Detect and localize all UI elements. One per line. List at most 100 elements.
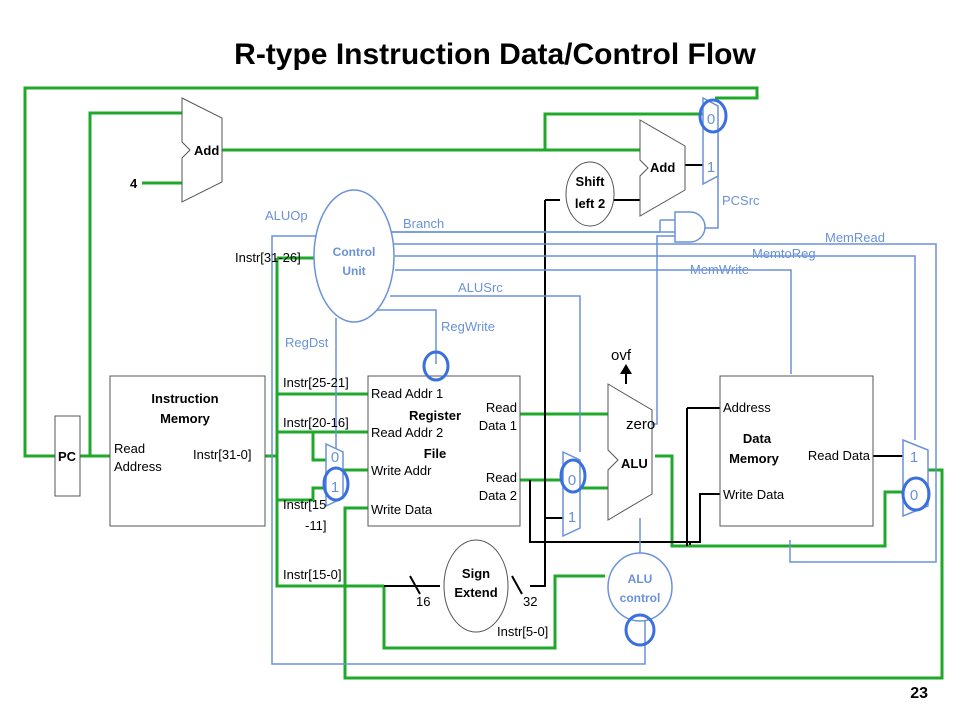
const-four: 4	[130, 176, 138, 191]
dmem-line2: Memory	[729, 451, 780, 466]
alu-result-wire	[655, 454, 903, 548]
instr-rd-label-b: -11]	[305, 518, 326, 533]
regdst-mux-0: 0	[331, 449, 339, 466]
aluctl-line1: ALU	[628, 572, 653, 586]
rf-read-addr2: Read Addr 2	[371, 425, 443, 440]
alusrc-highlight	[559, 458, 587, 494]
aluop-label: ALUOp	[265, 208, 308, 223]
instr-op-label: Instr[31-26]	[235, 250, 301, 265]
branch-label: Branch	[403, 216, 444, 231]
rt-to-mux-wire	[311, 432, 326, 462]
active-paths	[23, 86, 944, 680]
instr-rd-label-a: Instr[15	[283, 497, 326, 512]
shift-line2: left 2	[575, 196, 605, 211]
alu-zero: zero	[626, 416, 655, 433]
highlight-circles	[322, 98, 931, 647]
aluop-highlight	[624, 613, 656, 647]
regwrite-highlight	[422, 350, 450, 382]
instr-funct-label: Instr[5-0]	[497, 624, 548, 639]
rf-line2: File	[424, 446, 446, 461]
page-number: 23	[910, 685, 928, 702]
alu-control	[607, 552, 673, 622]
dmem-address: Address	[723, 400, 771, 415]
branch-adder-input-wire	[543, 112, 703, 150]
memwrite-wire	[395, 269, 792, 374]
rd-to-mux-wire	[277, 486, 326, 502]
ovf-arrow-icon	[620, 364, 632, 374]
imem-output: Instr[31-0]	[193, 447, 252, 462]
alu-label: ALU	[621, 456, 648, 471]
pc-mux-0: 0	[707, 111, 715, 128]
alusrc-mux-0: 0	[568, 472, 576, 489]
instr-rt-label: Instr[20-16]	[283, 415, 349, 430]
rf-write-addr: Write Addr	[371, 463, 432, 478]
rf-read-data2-b: Data 2	[479, 488, 517, 503]
pc-mux-1: 1	[707, 159, 715, 176]
alu-ovf: ovf	[611, 347, 632, 364]
rf-read-data2-a: Read	[486, 470, 517, 485]
control-line1: Control	[333, 245, 376, 259]
instr-imm-label: Instr[15-0]	[283, 567, 342, 582]
shift-line1: Shift	[576, 174, 606, 189]
regwrite-label: RegWrite	[441, 319, 495, 334]
memtoreg-mux-0: 0	[910, 487, 918, 504]
bus-width-16: 16	[416, 594, 430, 609]
dmem-read-data: Read Data	[808, 448, 871, 463]
memtoreg-mux-1: 1	[910, 449, 918, 466]
signext-line1: Sign	[462, 566, 490, 581]
memtoreg-wire	[395, 255, 916, 440]
pc-adder-label: Add	[194, 143, 219, 158]
pc-mux	[702, 96, 719, 186]
pc-feedback-wire	[23, 86, 759, 458]
mem-write-data-wire	[530, 493, 720, 543]
and-gate-icon	[674, 211, 706, 243]
control-line2: Unit	[342, 264, 365, 278]
rf-read-addr1: Read Addr 1	[371, 386, 443, 401]
data-wires	[384, 164, 903, 595]
dmem-write-data: Write Data	[723, 487, 785, 502]
alusrc-wire	[390, 295, 581, 452]
aluctl-line2: control	[620, 591, 661, 605]
rf-write-data: Write Data	[371, 502, 433, 517]
writeback-wire	[343, 468, 944, 680]
bus-16-slash	[409, 575, 421, 595]
rf-read-data1-a: Read	[486, 400, 517, 415]
rf-line1: Register	[409, 408, 461, 423]
funct-wire	[382, 574, 605, 650]
memwrite-label: MemWrite	[690, 262, 749, 277]
data-memory	[719, 375, 874, 527]
control-unit	[313, 189, 395, 323]
regwrite-wire	[372, 309, 437, 364]
control-wires	[271, 134, 937, 665]
shift-left-2	[565, 161, 615, 227]
memtoreg-label: MemtoReg	[752, 246, 816, 261]
alusrc-label: ALUSrc	[458, 280, 503, 295]
pc-adder	[181, 97, 223, 203]
instr-rs-label: Instr[25-21]	[283, 375, 349, 390]
pcsrc-label: PCSrc	[722, 193, 760, 208]
alusrc-mux	[562, 450, 581, 538]
pc-register	[54, 415, 81, 497]
signext-line2: Extend	[454, 585, 497, 600]
imem-address: Address	[114, 459, 162, 474]
sign-extend-out-wire	[530, 200, 546, 587]
imem-line1: Instruction	[151, 391, 218, 406]
sign-extend	[443, 539, 509, 633]
branch-adder-label: Add	[650, 160, 675, 175]
regdst-mux-1: 1	[331, 479, 339, 496]
page-title: R-type Instruction Data/Control Flow	[234, 38, 756, 71]
branch-adder	[639, 119, 686, 217]
pc-label: PC	[58, 449, 77, 464]
rf-read-data1-b: Data 1	[479, 418, 517, 433]
bus-32-slash	[511, 575, 523, 595]
imem-read: Read	[114, 441, 145, 456]
zero-wire	[652, 235, 675, 425]
alu	[607, 383, 653, 521]
bus-width-32: 32	[523, 594, 537, 609]
regdst-highlight	[322, 466, 350, 502]
register-file	[367, 375, 521, 527]
regdst-label: RegDst	[285, 335, 329, 350]
pcsrc-highlight	[698, 98, 728, 134]
dmem-line1: Data	[743, 431, 772, 446]
